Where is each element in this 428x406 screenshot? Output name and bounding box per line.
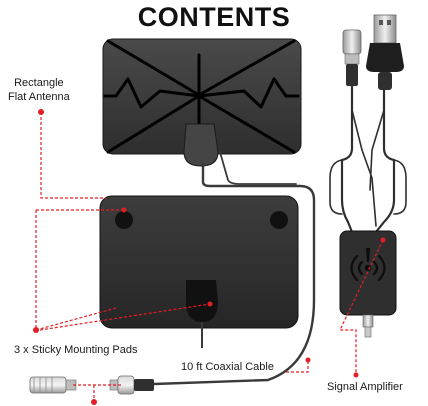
antenna-label-line1: Rectangle bbox=[14, 77, 64, 89]
amplifier-coax-connector bbox=[342, 29, 362, 86]
mounting-pad bbox=[99, 195, 299, 329]
signal-amplifier bbox=[339, 230, 397, 338]
flat-antenna bbox=[102, 38, 302, 167]
coax-cable-label: 10 ft Coaxial Cable bbox=[181, 361, 274, 373]
signal-icon bbox=[350, 254, 386, 282]
callout-dots bbox=[33, 109, 386, 405]
usb-plug bbox=[366, 14, 404, 90]
coax-plug bbox=[29, 375, 154, 395]
pads-label: 3 x Sticky Mounting Pads bbox=[14, 344, 138, 356]
amplifier-label: Signal Amplifier bbox=[327, 381, 403, 393]
antenna-label: Rectangle Flat Antenna bbox=[8, 76, 70, 104]
coaxial-cable bbox=[152, 151, 316, 386]
antenna-label-line2: Flat Antenna bbox=[8, 91, 70, 103]
usb-cable bbox=[329, 82, 407, 234]
page-title: CONTENTS bbox=[137, 2, 291, 32]
